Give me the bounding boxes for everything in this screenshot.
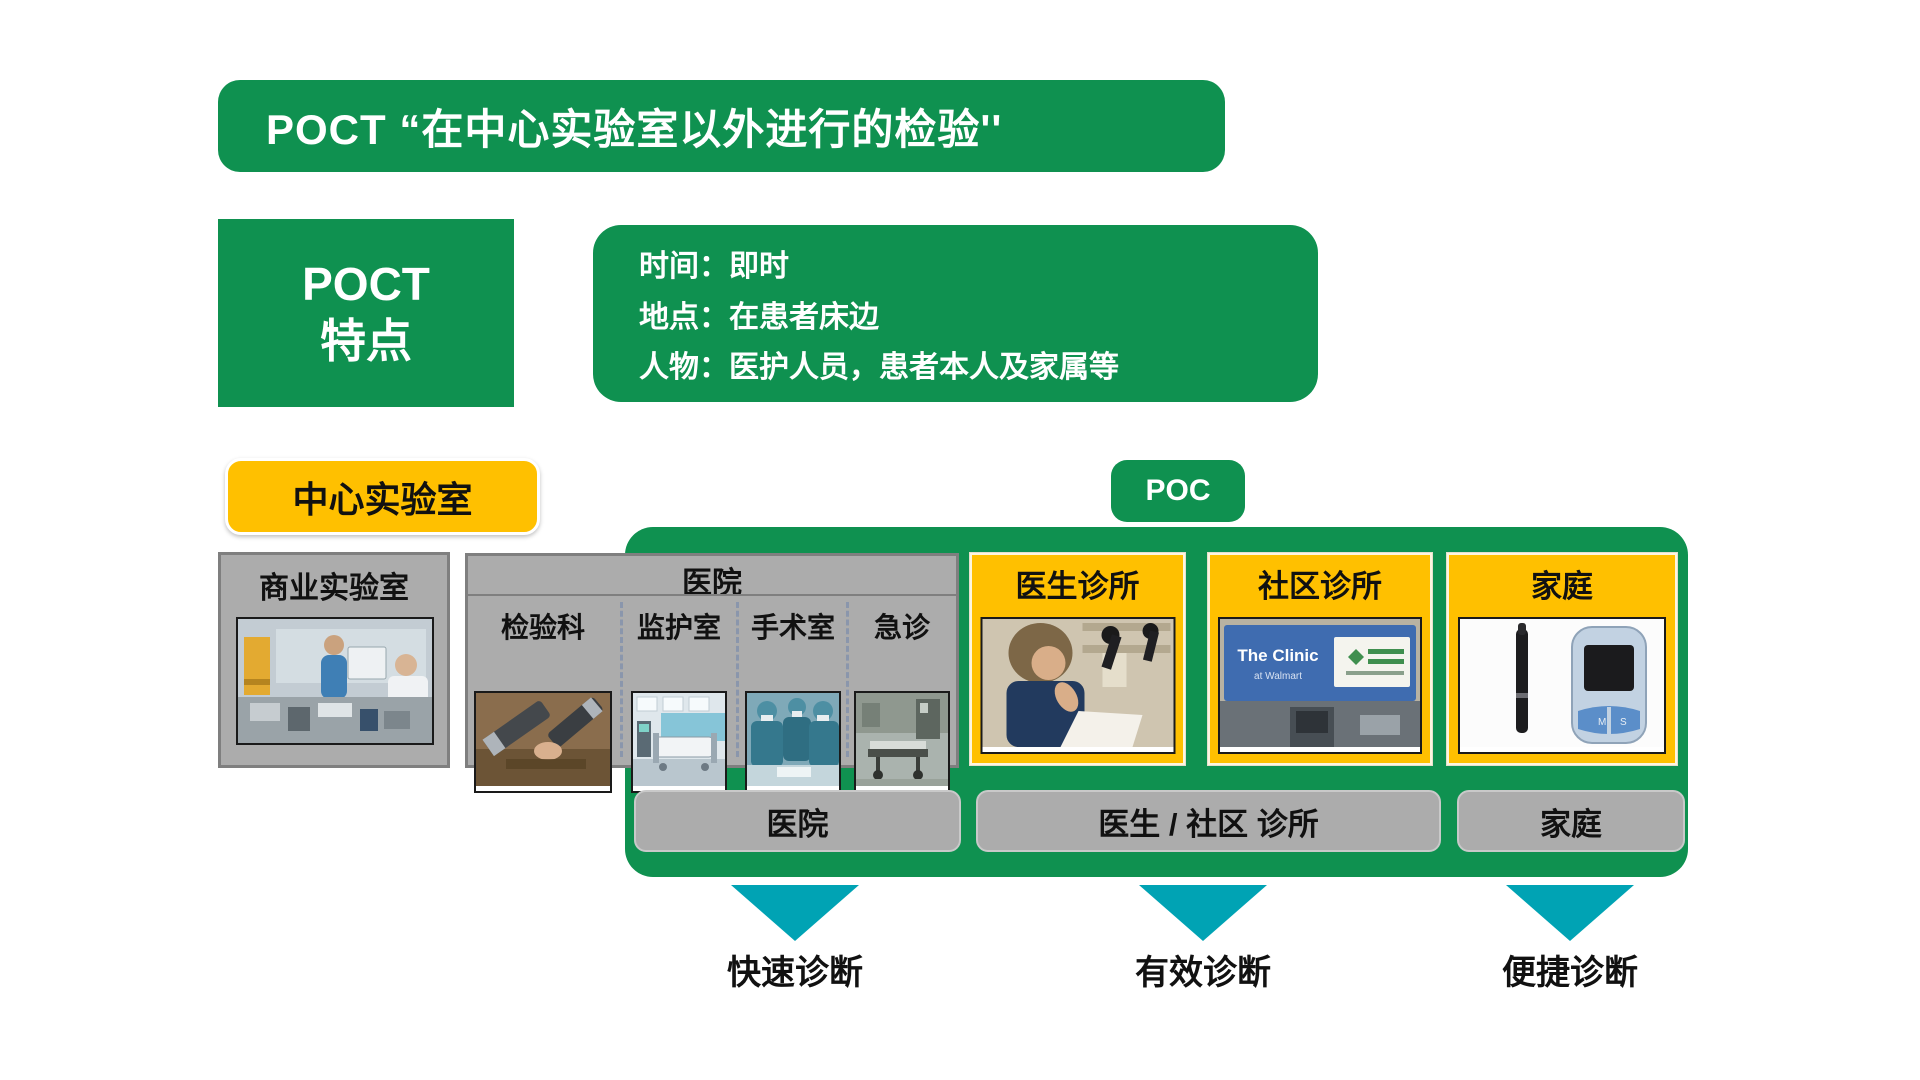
doctor-office-photo-art — [982, 619, 1173, 747]
poct-features-box: 时间：即时 地点：在患者床边 人物：医护人员，患者本人及家属等 — [593, 225, 1318, 402]
dept-col-er: 急诊 — [848, 596, 956, 793]
community-clinic-photo-art: The Clinic at Walmart — [1220, 619, 1420, 747]
doctor-office-title: 医生诊所 — [1015, 569, 1140, 604]
bottom-bar-clinics-label: 医生 / 社区 诊所 — [1098, 806, 1319, 842]
community-clinic-photo: The Clinic at Walmart — [1218, 617, 1422, 754]
poct-features-heading-box: POCT 特点 — [218, 219, 514, 407]
meter-button-m: M — [1598, 717, 1606, 728]
bottom-bar-home: 家庭 — [1457, 790, 1685, 852]
dept-separator-3 — [846, 602, 849, 757]
feature-time: 时间：即时 — [639, 250, 789, 284]
home-box: 家庭 M S — [1447, 553, 1677, 765]
community-clinic-box: 社区诊所 The Clinic at Walmart — [1208, 553, 1432, 765]
feature-place: 地点：在患者床边 — [639, 300, 879, 334]
lab-dept-photo-art — [476, 693, 610, 786]
operating-room-photo-art — [747, 693, 839, 786]
icu-photo — [631, 691, 727, 793]
dept-separator-1 — [620, 602, 623, 757]
bottom-bar-hospital: 医院 — [634, 790, 961, 852]
dept-col-icu: 监护室 — [623, 596, 735, 793]
community-clinic-title: 社区诊所 — [1258, 569, 1382, 604]
dept-col-lab: 检验科 — [468, 596, 618, 793]
central-lab-label-box: 中心实验室 — [225, 458, 540, 535]
outcome-effective-diagnosis: 有效诊断 — [1135, 954, 1271, 992]
outcome-convenient-diagnosis: 便捷诊断 — [1502, 954, 1638, 992]
icu-photo-art — [633, 693, 725, 786]
home-devices-photo: M S — [1458, 617, 1666, 754]
dept-separator-2 — [736, 602, 739, 757]
commercial-lab-title: 商业实验室 — [259, 572, 409, 605]
down-arrow-icon — [1139, 885, 1267, 941]
commercial-lab-photo-art — [238, 619, 432, 743]
dept-label-icu: 监护室 — [636, 612, 721, 643]
commercial-lab-box: 商业实验室 — [218, 552, 450, 768]
slide-title: POCT “在中心实验室以外进行的检验'' — [266, 105, 1003, 153]
dept-label-or: 手术室 — [750, 612, 835, 643]
poc-label-box: POC — [1111, 460, 1245, 522]
poct-features-heading-line2: 特点 — [320, 315, 412, 367]
dept-label-er: 急诊 — [873, 612, 930, 643]
lab-dept-photo — [474, 691, 612, 793]
down-arrow-icon — [1506, 885, 1634, 941]
doctor-office-box: 医生诊所 — [970, 553, 1185, 765]
bottom-bar-hospital-label: 医院 — [766, 806, 829, 842]
commercial-lab-photo — [236, 617, 434, 745]
home-devices-photo-art: M S — [1460, 619, 1664, 747]
poc-label: POC — [1145, 474, 1211, 507]
clinic-sign-line2: at Walmart — [1254, 671, 1302, 682]
hospital-divider — [468, 594, 956, 596]
feature-people: 人物：医护人员，患者本人及家属等 — [639, 350, 1119, 384]
bottom-bar-clinics: 医生 / 社区 诊所 — [976, 790, 1441, 852]
down-arrow-icon — [731, 885, 859, 941]
dept-label-lab: 检验科 — [500, 612, 585, 643]
operating-room-photo — [745, 691, 841, 793]
meter-button-s: S — [1620, 717, 1627, 728]
emergency-photo-art — [856, 693, 948, 786]
slide-title-bar: POCT “在中心实验室以外进行的检验'' — [218, 80, 1225, 172]
bottom-bar-home-label: 家庭 — [1540, 806, 1602, 842]
central-lab-label: 中心实验室 — [292, 478, 473, 520]
hospital-box: 医院 检验科 监护室 — [465, 553, 959, 793]
dept-col-or: 手术室 — [738, 596, 848, 793]
clinic-sign-line1: The Clinic — [1237, 646, 1318, 665]
doctor-office-photo — [980, 617, 1175, 754]
emergency-photo — [854, 691, 950, 793]
outcome-rapid-diagnosis: 快速诊断 — [727, 954, 863, 992]
poct-features-heading-line1: POCT — [302, 257, 430, 310]
home-title: 家庭 — [1531, 569, 1593, 604]
